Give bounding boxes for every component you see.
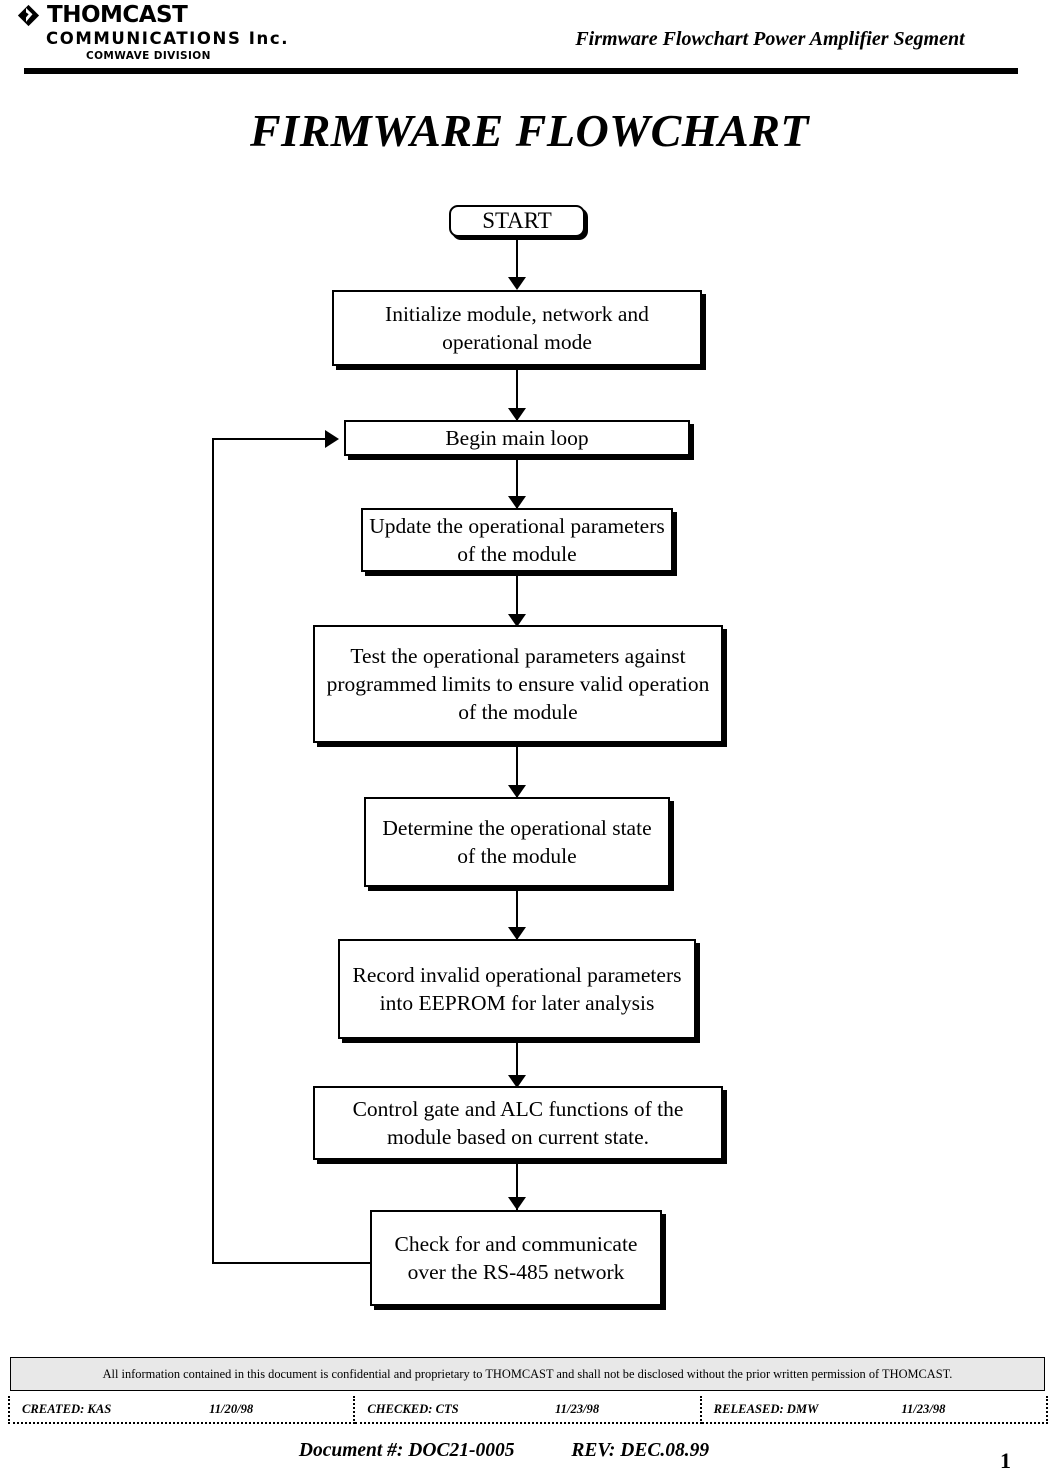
page-number: 1 [1000,1448,1011,1473]
signature-cell-created: CREATED: KAS 11/20/98 [8,1396,356,1424]
signature-released-date: 11/23/98 [901,1401,946,1416]
signature-created-by: CREATED: KAS [22,1401,112,1416]
page-header: THOMCAST COMMUNICATIONS Inc. COMWAVE DIV… [0,0,1059,78]
connector-determine-to-record [516,887,518,943]
company-logo: THOMCAST COMMUNICATIONS Inc. COMWAVE DIV… [17,1,290,62]
flow-node-initialize[interactable]: Initialize module, network and operation… [332,290,702,366]
arrowhead-to-update [508,496,526,509]
connector-test-to-determine [516,743,518,801]
connector-main-loop-to-update [516,456,518,510]
flow-node-record[interactable]: Record invalid operational parameters in… [338,939,696,1039]
flow-node-control[interactable]: Control gate and ALC functions of the mo… [313,1086,723,1160]
arrowhead-to-main-loop [508,408,526,421]
header-divider [24,68,1018,74]
connector-start-to-initialize [516,238,518,288]
flow-node-determine[interactable]: Determine the operational state of the m… [364,797,670,887]
flow-node-main-loop[interactable]: Begin main loop [344,420,690,456]
signature-cell-released: RELEASED: DMW 11/23/98 [701,1396,1048,1424]
arrowhead-to-record [508,927,526,940]
flow-node-update[interactable]: Update the operational parameters of the… [361,508,673,572]
connector-update-to-test [516,572,518,630]
arrowhead-to-control [508,1075,526,1088]
signature-created-date: 11/20/98 [209,1401,254,1416]
flowchart-diagram: START Initialize module, network and ope… [212,205,723,1306]
arrowhead-to-check [508,1197,526,1210]
signature-cell-checked: CHECKED: CTS 11/23/98 [355,1396,702,1424]
confidentiality-notice: All information contained in this docume… [10,1357,1045,1391]
arrowhead-to-initialize [508,277,526,290]
loopback-segment-left [212,438,214,1264]
connector-control-to-check [516,1160,518,1212]
document-revision: REV: DEC.08.99 [571,1440,710,1461]
signature-released-by: RELEASED: DMW [713,1401,819,1416]
document-reference-line: Document #: DOC21-0005 REV: DEC.08.99 [0,1440,1008,1462]
arrowhead-to-test [508,614,526,627]
flow-node-test[interactable]: Test the operational parameters against … [313,625,723,743]
flow-node-check[interactable]: Check for and communicate over the RS-48… [370,1210,662,1306]
flow-node-start[interactable]: START [449,205,585,237]
header-document-title: Firmware Flowchart Power Amplifier Segme… [575,28,965,50]
loopback-segment-top [212,438,334,440]
arrowhead-loopback-to-main-loop [325,430,339,448]
signature-row: CREATED: KAS 11/20/98 CHECKED: CTS 11/23… [8,1396,1048,1424]
loopback-segment-bottom [212,1262,372,1264]
page-title: FIRMWARE FLOWCHART [249,105,810,156]
logo-subdivision-name: COMWAVE DIVISION [86,50,211,62]
connector-record-to-control [516,1039,518,1091]
connector-initialize-to-main-loop [516,366,518,424]
diamond-logo-icon [17,4,40,27]
document-number: Document #: DOC21-0005 [298,1440,515,1461]
logo-division-name: COMMUNICATIONS Inc. [46,29,290,48]
arrowhead-to-determine [508,785,526,798]
signature-checked-by: CHECKED: CTS [367,1401,459,1416]
signature-checked-date: 11/23/98 [555,1401,600,1416]
logo-company-name: THOMCAST [47,1,188,28]
logo-primary-row: THOMCAST [17,1,289,28]
